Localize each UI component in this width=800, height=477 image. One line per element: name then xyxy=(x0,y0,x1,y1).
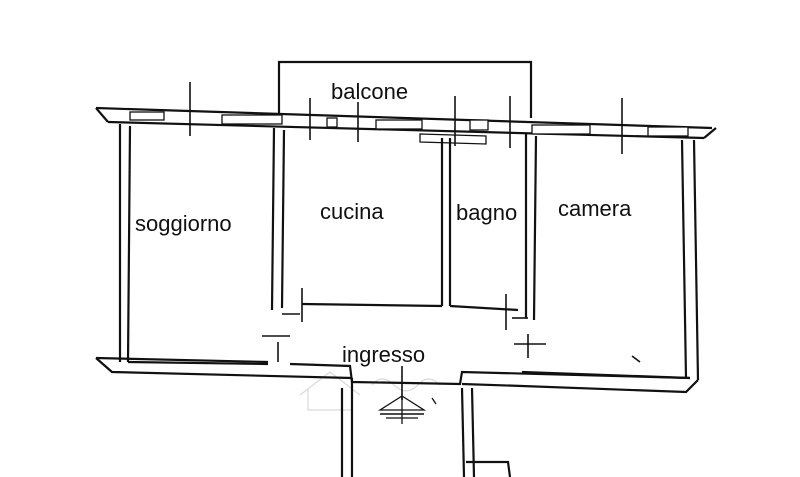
room-label-balcone: balcone xyxy=(331,79,409,104)
room-label-cucina: cucina xyxy=(320,199,384,224)
top-exterior-wall xyxy=(95,106,717,140)
top-windows xyxy=(129,111,689,137)
right-wall xyxy=(680,139,700,381)
bottom-exterior-wall xyxy=(95,356,699,477)
left-wall xyxy=(118,124,132,363)
stairs-symbol-icon xyxy=(377,395,437,424)
stairwell-walls xyxy=(340,387,512,477)
room-label-soggiorno: soggiorno xyxy=(135,211,232,236)
room-label-ingresso: ingresso xyxy=(342,342,426,367)
dimension-ticks xyxy=(189,82,641,400)
room-label-bagno: bagno xyxy=(456,200,518,225)
balcony-outline xyxy=(277,60,533,118)
room-label-camera: camera xyxy=(558,196,632,221)
interior-walls xyxy=(270,127,538,321)
